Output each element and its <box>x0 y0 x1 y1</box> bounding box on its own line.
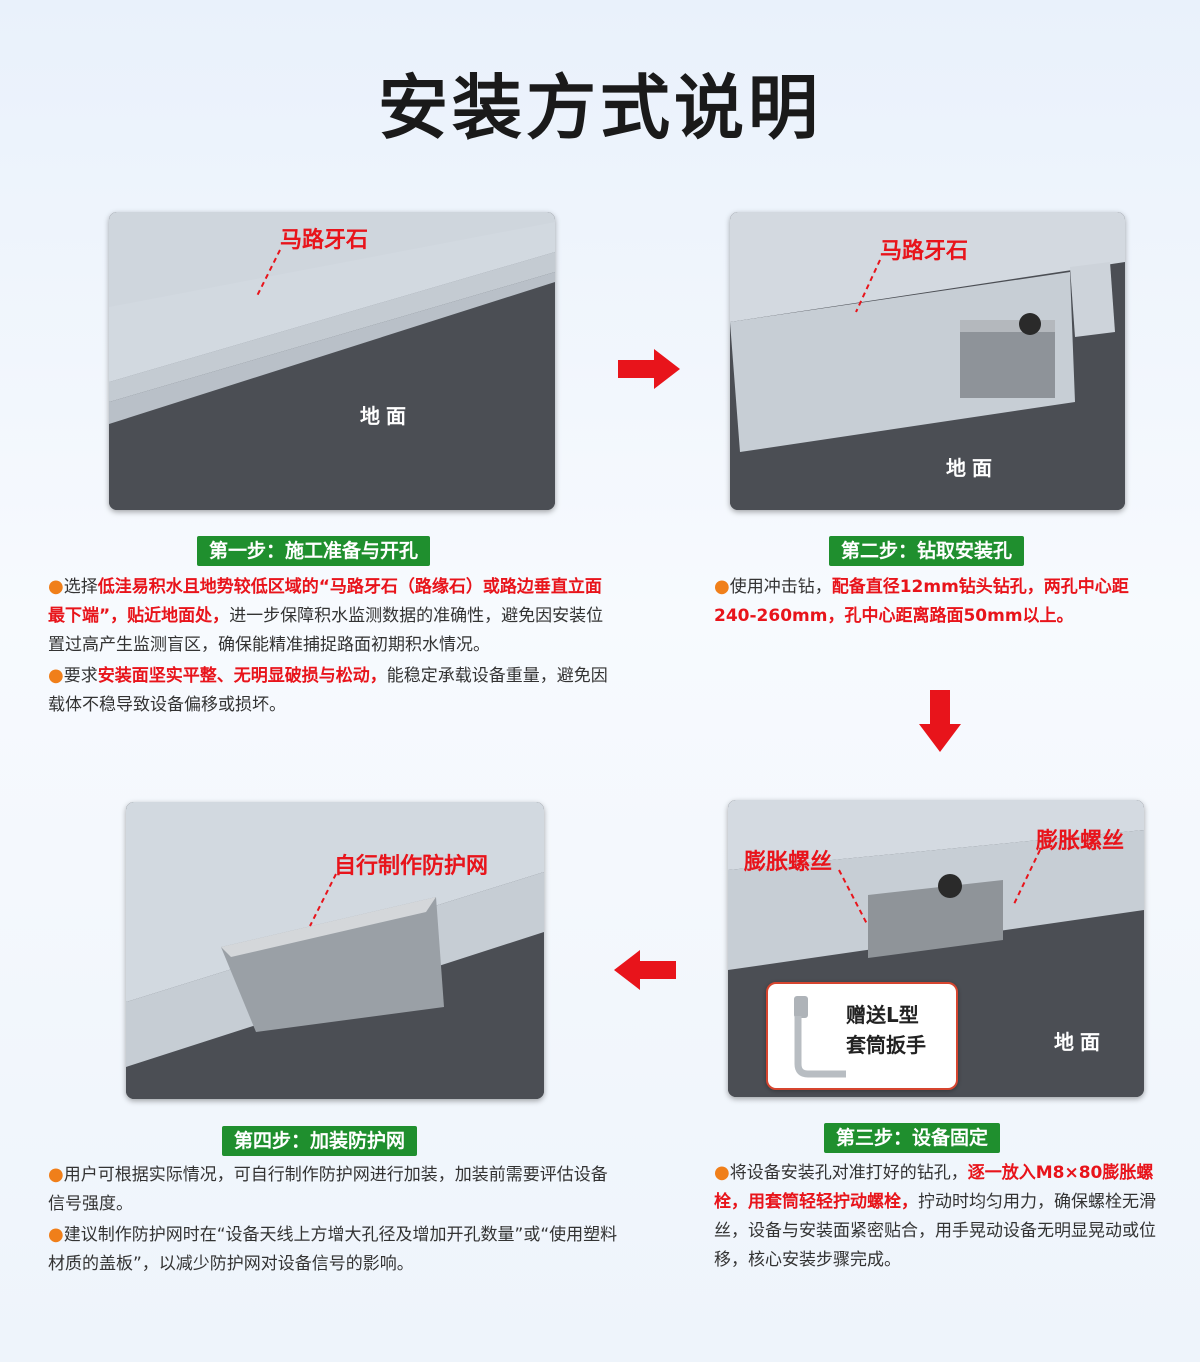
ground-label-step3: 地面 <box>1054 1030 1106 1054</box>
step3-description: ●将设备安装孔对准打好的钻孔，逐一放入M8×80膨胀螺栓，用套筒轻轻拧动螺栓，拧… <box>714 1162 1156 1270</box>
callout-line-step4 <box>309 873 337 927</box>
page-title: 安装方式说明 <box>378 67 822 149</box>
step4-badge: 第四步：加装防护网 <box>222 1126 418 1156</box>
ground-label-step1: 地面 <box>360 404 412 428</box>
arrow-right-icon <box>618 349 680 389</box>
bolt-label-left: 膨胀螺丝 <box>744 850 833 875</box>
scene-step4 <box>126 802 544 1099</box>
gift-line-1: 赠送L型 <box>846 1003 919 1027</box>
scene-step1-drawing <box>109 212 555 510</box>
step3-badge: 第三步：设备固定 <box>824 1123 1001 1153</box>
gift-text: 赠送L型 套筒扳手 <box>846 1000 926 1060</box>
bolt-label-right: 膨胀螺丝 <box>1036 829 1125 854</box>
callout-line-step1 <box>255 249 281 299</box>
scene-step2-drawing <box>730 212 1125 510</box>
step1-badge: 第一步：施工准备与开孔 <box>197 536 431 566</box>
callout-line-step3-right <box>1013 849 1041 905</box>
scene-step4-drawing <box>126 802 544 1099</box>
net-label: 自行制作防护网 <box>334 854 489 879</box>
callout-line-step2 <box>855 259 881 313</box>
arrow-left-icon <box>614 950 676 990</box>
l-wrench-icon <box>794 996 846 1078</box>
ground-label-step2: 地面 <box>946 456 998 480</box>
step2-badge: 第二步：钻取安装孔 <box>829 536 1025 566</box>
callout-line-step3-left <box>838 869 868 925</box>
scene-step1 <box>109 212 555 510</box>
scene-step3 <box>728 800 1144 1097</box>
gift-wrench-card: 赠送L型 套筒扳手 <box>766 982 958 1090</box>
scene-step2 <box>730 212 1125 510</box>
step4-description: ●用户可根据实际情况，可自行制作防护网进行加装，加装前需要评估设备信号强度。 ●… <box>48 1164 618 1274</box>
curb-label-step2: 马路牙石 <box>880 239 969 264</box>
arrow-down-icon <box>919 690 961 752</box>
step2-description: ●使用冲击钻，配备直径12mm钻头钻孔，两孔中心距240-260mm，孔中心距离… <box>714 576 1129 626</box>
gift-line-2: 套筒扳手 <box>846 1033 926 1057</box>
curb-label-step1: 马路牙石 <box>280 228 369 253</box>
step1-description: ●选择低洼易积水且地势较低区域的“马路牙石（路缘石）或路边垂直立面最下端”，贴近… <box>48 576 608 715</box>
